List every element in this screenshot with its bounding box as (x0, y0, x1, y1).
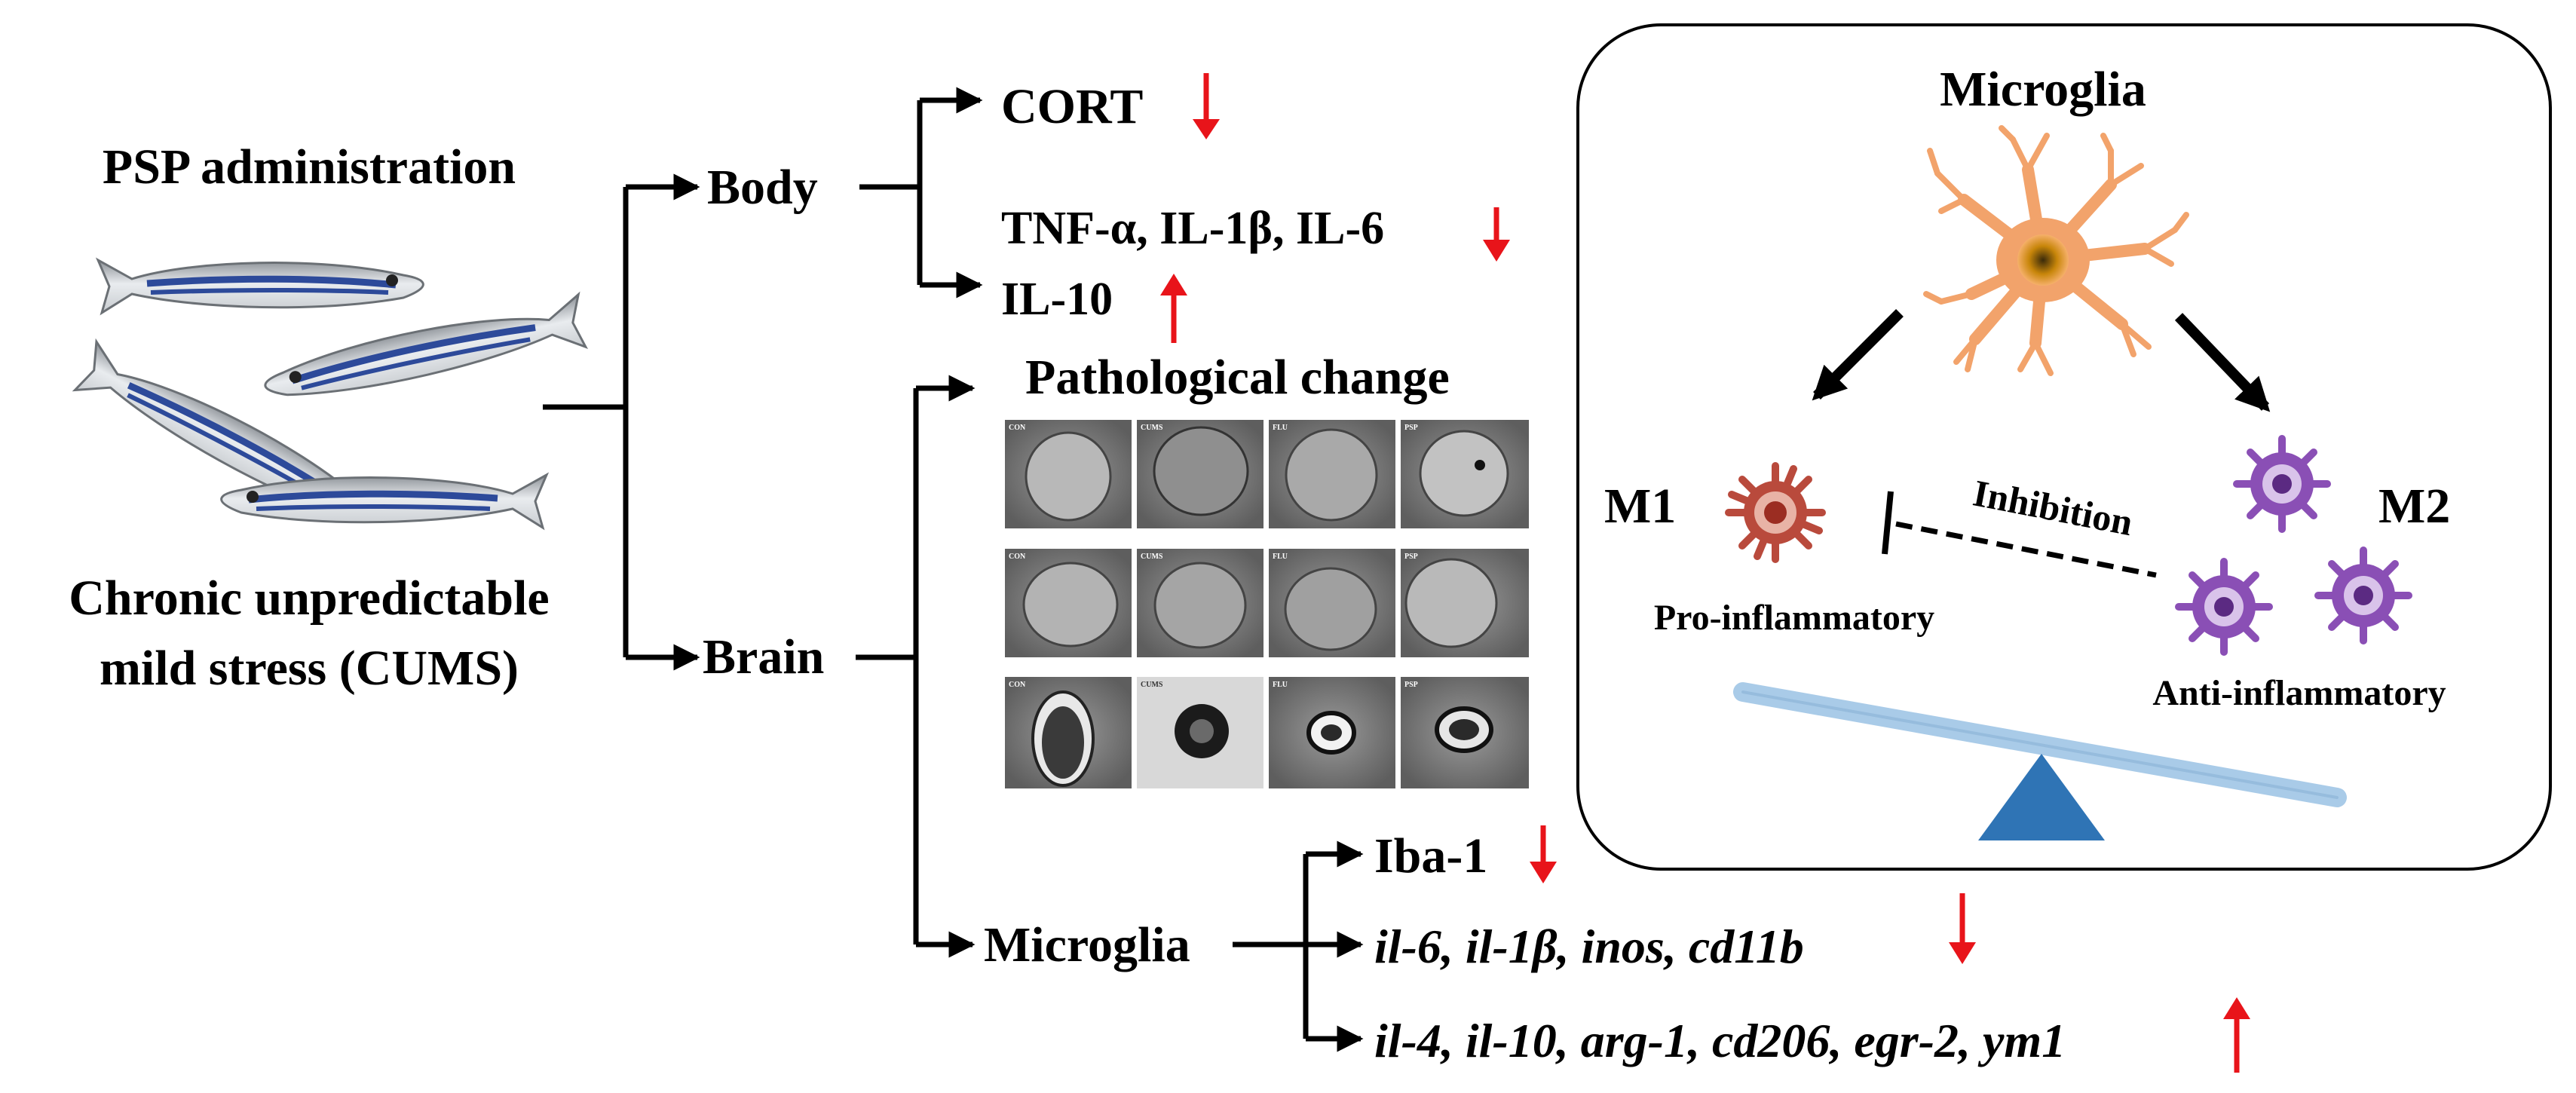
brain-label: Brain (703, 629, 824, 684)
m2-label: M2 (2378, 479, 2450, 534)
micrograph-tile: PSP (1401, 549, 1529, 657)
micrograph-label: PSP (1404, 424, 1418, 432)
up-arrow-icon (2223, 997, 2250, 1073)
panel-title: Microglia (1940, 62, 2146, 117)
psp-administration-label: PSP administration (103, 139, 516, 194)
cums-label-line1: Chronic unpredictable (69, 571, 549, 626)
inhibition-icon (1882, 491, 2157, 578)
pro-cytokines-label: TNF-α, IL-1β, IL-6 (1001, 203, 1384, 254)
arrow-to-m1 (1812, 309, 1904, 401)
brain-bracket (856, 375, 976, 958)
microglia-branch-label: Microglia (984, 917, 1190, 972)
micrograph-tile: FLU (1269, 549, 1395, 657)
pro-inflammatory-label: Pro-inflammatory (1654, 598, 1934, 638)
m2-cell-icon (2314, 546, 2412, 644)
micrograph-tile: CON (1005, 677, 1132, 788)
down-arrow-icon (1193, 73, 1220, 139)
micrograph-tile: CUMS (1137, 549, 1263, 657)
zebrafish-group (72, 257, 589, 531)
arrow-to-m2 (2174, 313, 2271, 412)
down-arrow-icon (1530, 825, 1557, 883)
m1-cell-icon (1725, 462, 1826, 563)
cort-label: CORT (1001, 79, 1143, 134)
m2-cell-icon (2175, 558, 2273, 656)
pathological-change-title: Pathological change (1025, 350, 1450, 405)
m1-label: M1 (1604, 479, 1676, 534)
body-label: Body (707, 160, 818, 215)
micrograph-tile: CON (1005, 549, 1132, 657)
up-arrow-icon (1160, 274, 1187, 343)
zebrafish-icon (220, 472, 550, 531)
micrograph-tile: CON (1005, 420, 1132, 528)
micrograph-tile: PSP (1401, 677, 1529, 788)
micrograph-label: CUMS (1141, 681, 1163, 689)
micrograph-label: CON (1009, 681, 1026, 689)
m1-genes-label: il-6, il-1β, inos, cd11b (1374, 920, 1804, 973)
micrograph-grid: CON CUMS FLU PSP CON CUMS (1005, 420, 1529, 788)
seesaw-icon (1733, 682, 2347, 840)
micrograph-label: FLU (1273, 681, 1288, 689)
zebrafish-icon (264, 291, 589, 396)
micrograph-tile: PSP (1401, 420, 1529, 528)
cums-label-line2: mild stress (CUMS) (100, 641, 519, 696)
m2-genes-label: il-4, il-10, arg-1, cd206, egr-2, ym1 (1374, 1014, 2066, 1067)
micrograph-label: PSP (1404, 553, 1418, 561)
microglia-bracket (1233, 840, 1364, 1052)
il10-label: IL-10 (1001, 274, 1113, 325)
micrograph-tile: CUMS (1137, 420, 1263, 528)
micrograph-tile: FLU (1269, 420, 1395, 528)
micrograph-label: FLU (1273, 553, 1288, 561)
down-arrow-icon (1949, 893, 1976, 964)
micrograph-tile: FLU (1269, 677, 1395, 788)
body-bracket (859, 87, 983, 299)
microglia-polarization-panel (1576, 23, 2552, 871)
m2-cell-icon (2233, 435, 2331, 533)
micrograph-tile: CUMS (1137, 677, 1263, 788)
micrograph-label: CON (1009, 553, 1026, 561)
iba1-label: Iba-1 (1374, 828, 1487, 883)
micrograph-label: CUMS (1141, 424, 1163, 432)
down-arrow-icon (1483, 207, 1510, 262)
micrograph-label: CUMS (1141, 553, 1163, 561)
anti-inflammatory-label: Anti-inflammatory (2152, 673, 2446, 713)
microglia-nucleus (2017, 234, 2069, 286)
micrograph-label: CON (1009, 424, 1026, 432)
zebrafish-icon (95, 257, 424, 316)
micrograph-label: PSP (1404, 681, 1418, 689)
micrograph-label: FLU (1273, 424, 1288, 432)
main-bracket (543, 173, 700, 671)
